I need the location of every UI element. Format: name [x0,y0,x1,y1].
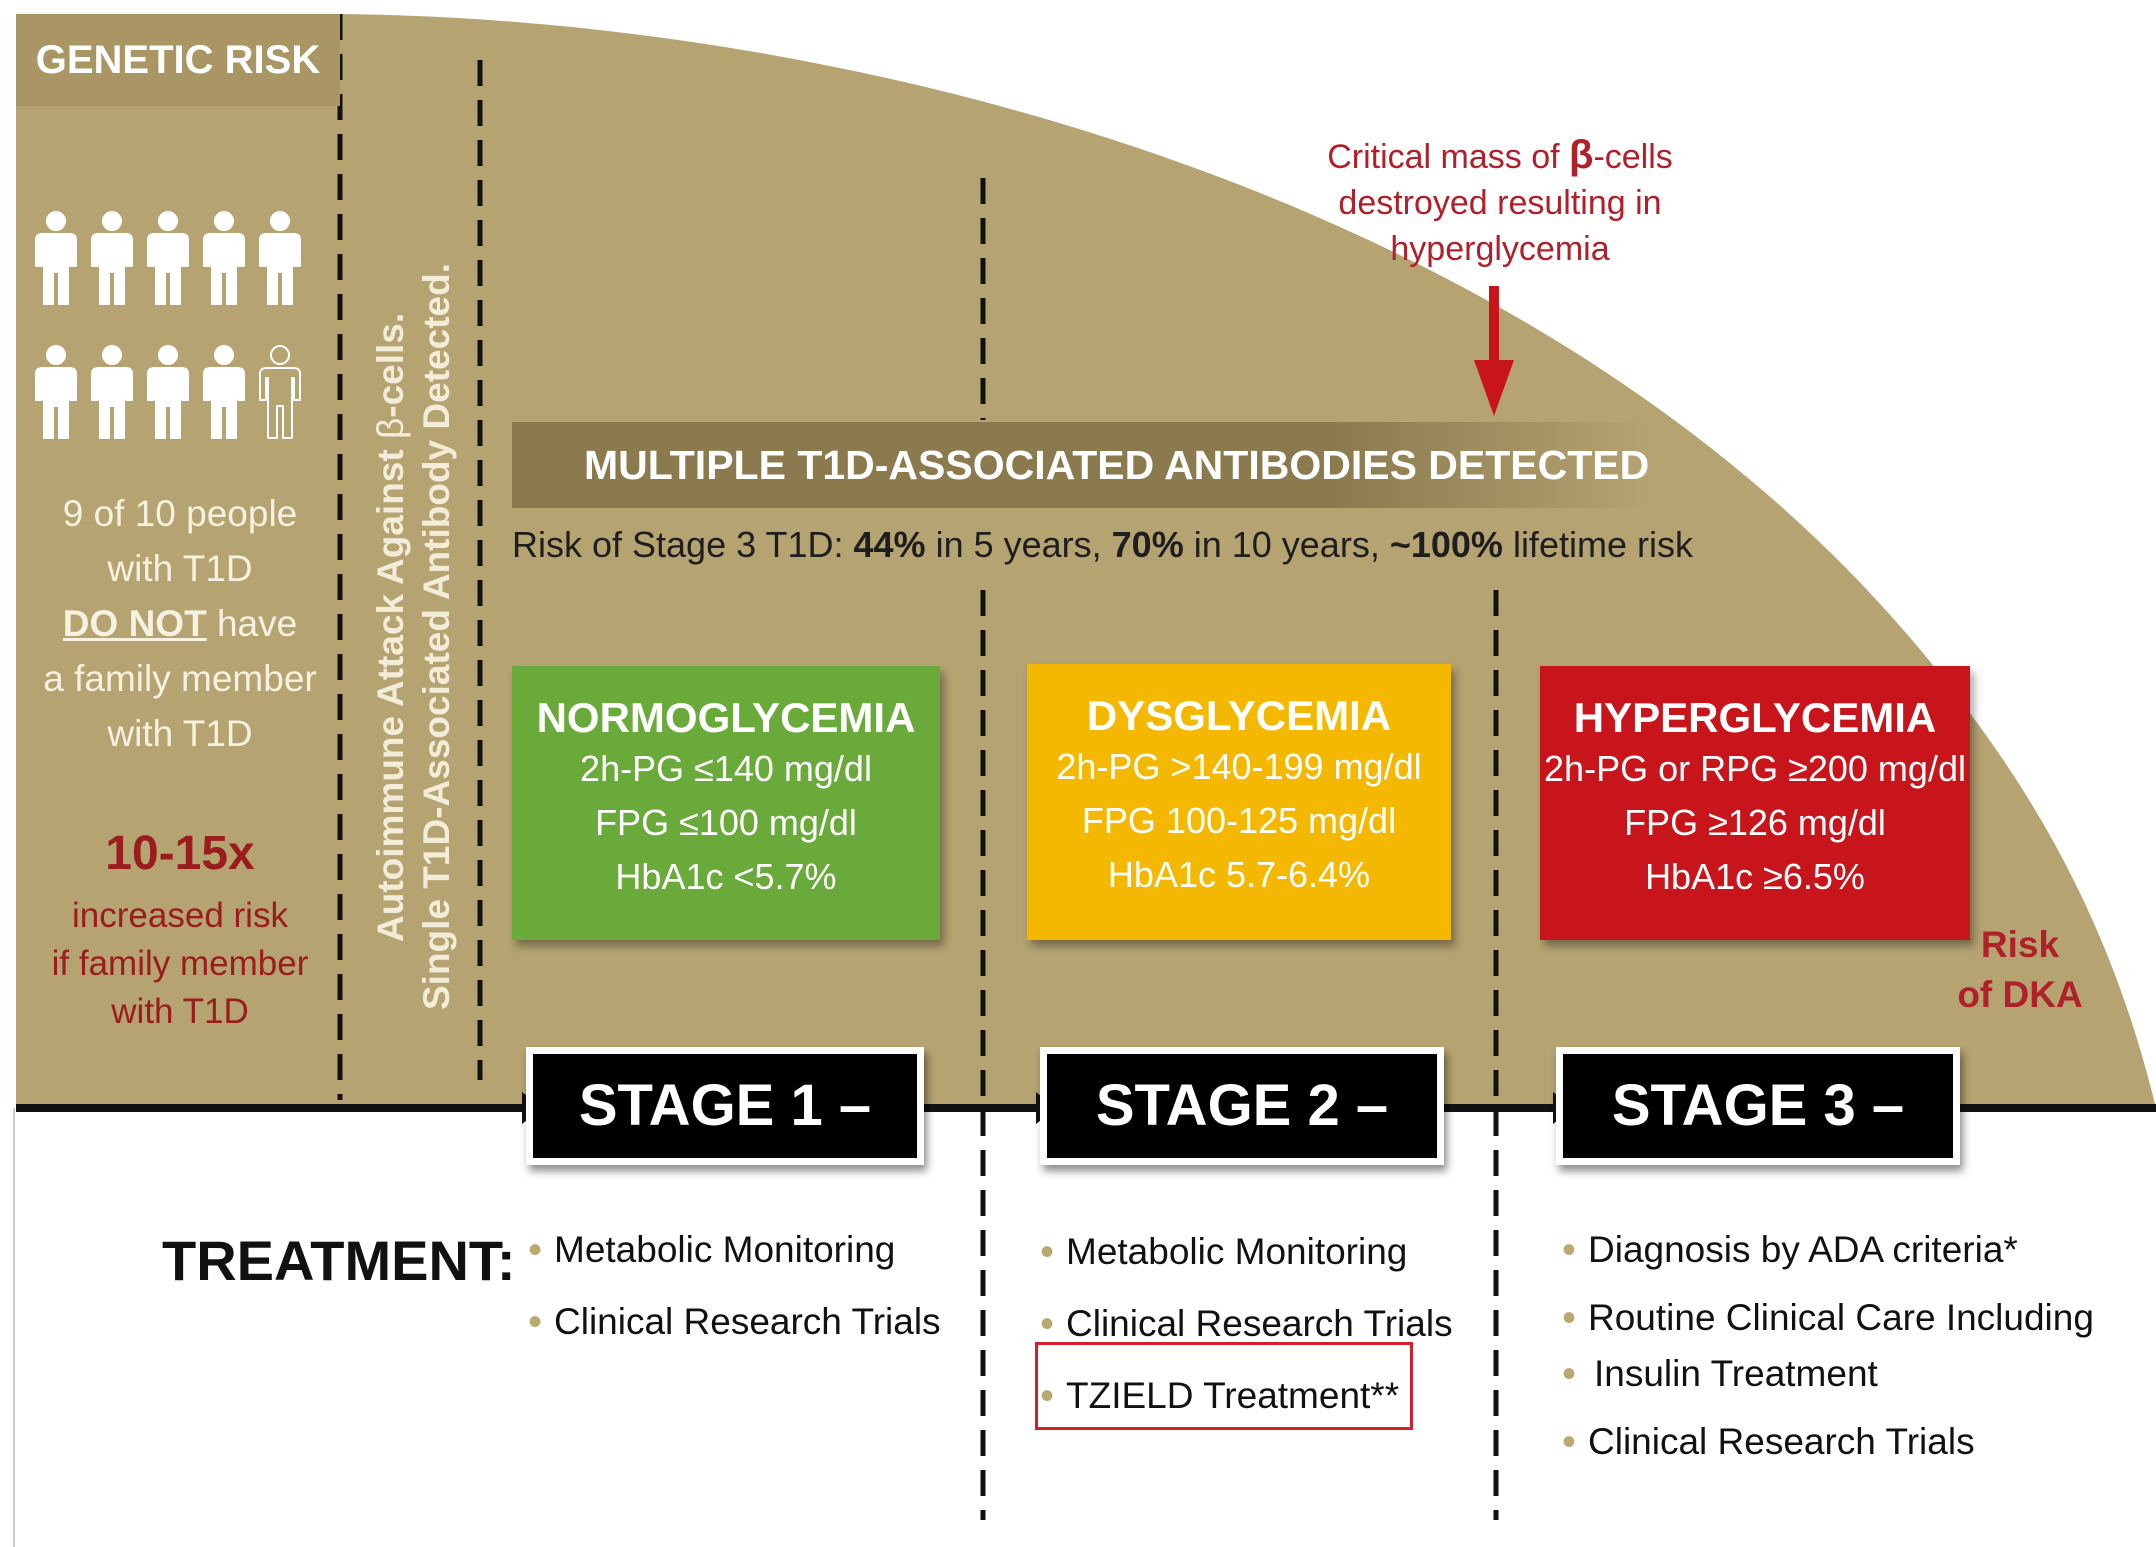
normoglycemia-line-3: HbA1c <5.7% [615,856,837,897]
stage-3-treatments: Diagnosis by ADA criteria* Routine Clini… [1562,1226,2094,1490]
stage3-treatment-item: Diagnosis by ADA criteria* [1562,1226,2094,1294]
critical-mass-note: Critical mass of β-cells destroyed resul… [1300,132,1700,272]
risk-multiplier: 10-15x [105,827,255,880]
person-icon [252,344,308,440]
critical-text-b: -cells [1593,138,1673,176]
antibodies-banner: MULTIPLE T1D-ASSOCIATED ANTIBODIES DETEC… [512,422,1652,508]
person-icon [140,210,196,306]
risk-description: increased risk if family member with T1D [30,892,330,1036]
autoimmune-attack-text: Autoimmune Attack Against β-cells. [370,313,412,942]
family-statement: 9 of 10 people with T1D DO NOT have a fa… [30,486,330,761]
normoglycemia-title: NORMOGLYCEMIA [536,694,916,741]
stage2-treatment-item: Metabolic Monitoring [1040,1228,1453,1300]
critical-line-2: destroyed resulting in [1338,184,1662,222]
stage2-treatment-item: Clinical Research Trials [1040,1300,1453,1372]
stage3-treatment-item: Clinical Research Trials [1562,1418,2094,1490]
risk-line-2: if family member [51,944,309,983]
stage3-treatment-item: Routine Clinical Care Including [1562,1294,2094,1350]
autoimmune-text-a: Autoimmune Attack Against [370,439,411,942]
family-have: have [216,603,298,644]
genetic-risk-header: GENETIC RISK [16,14,340,106]
critical-line-1: Critical mass of β-cells [1300,132,1700,180]
normoglycemia-box: NORMOGLYCEMIA 2h-PG ≤140 mg/dl FPG ≤100 … [512,666,940,940]
person-icon [84,210,140,306]
genetic-risk-label: GENETIC RISK [35,38,321,82]
risk-5yr: 44% [853,524,926,565]
person-icon [196,344,252,440]
risk-prefix: Risk of Stage 3 T1D: [512,524,854,565]
stage1-treatment-item: Metabolic Monitoring [528,1226,941,1298]
do-not-emphasis: DO NOT [62,603,207,644]
risk-lifetime: ~100% [1389,524,1503,565]
family-line-4: a family member [43,658,317,699]
risk-line-1: increased risk [72,896,288,935]
single-antibody-text: Single T1D-Associated Antibody Detected. [416,263,457,1010]
treatment-title: TREATMENT: [162,1229,516,1292]
risk-text-2: in 10 years, [1183,524,1390,565]
risk-text-1: in 5 years, [925,524,1112,565]
stage-2-treatments: Metabolic Monitoring Clinical Research T… [1040,1228,1453,1444]
critical-arrow-head [1474,360,1514,416]
beta-symbol-vertical: β [370,417,411,440]
risk-10yr: 70% [1111,524,1184,565]
family-line-5: with T1D [107,713,253,754]
critical-text-a: Critical mass of [1327,138,1570,176]
dysglycemia-line-2: FPG 100-125 mg/dl [1081,800,1397,841]
hyperglycemia-line-2: FPG ≥126 mg/dl [1624,802,1886,843]
hyperglycemia-line-1: 2h-PG or RPG ≥200 mg/dl [1544,748,1966,789]
risk-line-3: with T1D [111,992,249,1031]
dysglycemia-line-3: HbA1c 5.7-6.4% [1107,854,1371,895]
stage3-treatment-continuation: Insulin Treatment [1562,1350,2094,1418]
stage3-risk-statement: Risk of Stage 3 T1D: 44% in 5 years, 70%… [512,524,1693,566]
critical-line-3: hyperglycemia [1390,230,1610,268]
person-icon [84,344,140,440]
beta-symbol: β [1569,133,1594,177]
stage-1-label: STAGE 1 – T1D [526,1047,924,1242]
autoimmune-text-b: -cells. [370,312,411,418]
hyperglycemia-title: HYPERGLYCEMIA [1573,694,1937,741]
family-line-3: DO NOT have [30,596,330,651]
stage-1-treatments: Metabolic Monitoring Clinical Research T… [528,1226,941,1370]
family-line-1: 9 of 10 people [62,493,298,534]
dka-line-1: Risk [1980,924,2060,965]
people-icons [28,210,328,440]
stage1-treatment-item: Clinical Research Trials [528,1298,941,1370]
stage2-treatment-tzield: TZIELD Treatment** [1040,1372,1453,1444]
hyperglycemia-box: HYPERGLYCEMIA 2h-PG or RPG ≥200 mg/dl FP… [1540,666,1970,940]
person-icon [196,210,252,306]
family-line-2: with T1D [107,548,253,589]
stage-2-label: STAGE 2 – T1D [1040,1047,1444,1242]
normoglycemia-line-1: 2h-PG ≤140 mg/dl [580,748,872,789]
person-icon [252,210,308,306]
person-icon [28,344,84,440]
tzield-highlight-box [1035,1342,1413,1430]
dysglycemia-title: DYSGLYCEMIA [1086,692,1392,739]
dka-line-2: of DKA [1957,974,2083,1015]
dysglycemia-box: DYSGLYCEMIA 2h-PG >140-199 mg/dl FPG 100… [1027,664,1451,940]
dysglycemia-line-1: 2h-PG >140-199 mg/dl [1056,746,1422,787]
hyperglycemia-line-3: HbA1c ≥6.5% [1645,856,1865,897]
dka-risk-label: Risk of DKA [1940,920,2100,1020]
person-icon [140,344,196,440]
person-icon [28,210,84,306]
risk-text-3: lifetime risk [1502,524,1693,565]
stage-3-label: STAGE 3 – T1D [1556,1047,1960,1242]
normoglycemia-line-2: FPG ≤100 mg/dl [595,802,857,843]
critical-arrow-shaft [1489,286,1499,366]
